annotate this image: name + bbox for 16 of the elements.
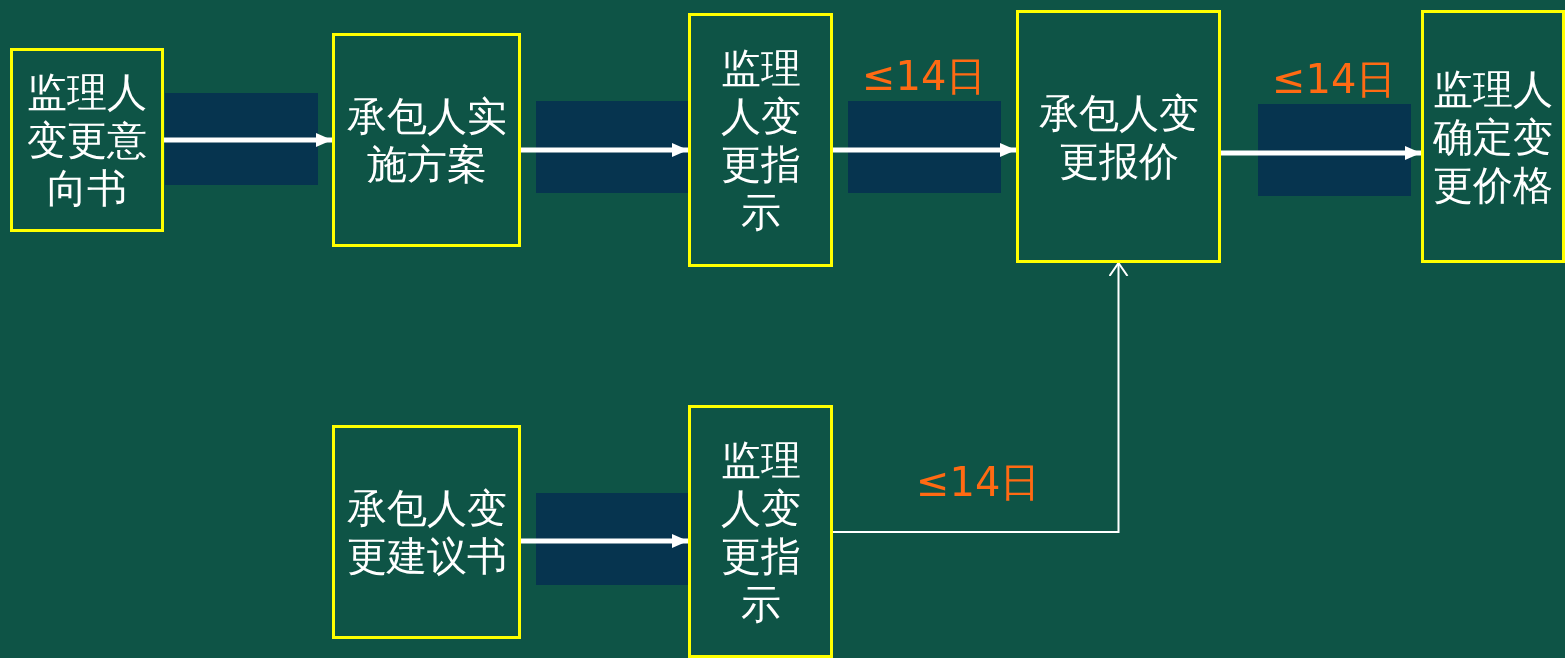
process-box: 承包人变更建议书 [332, 425, 521, 639]
process-box: 监理人确定变更价格 [1421, 10, 1565, 263]
process-box: 监理人变更意向书 [10, 48, 164, 232]
edge-label: ≤14日 [1272, 55, 1397, 103]
arrow [521, 143, 688, 157]
arrow [833, 143, 1016, 157]
arrow [521, 534, 688, 548]
process-box: 承包人实施方案 [332, 33, 521, 247]
arrow [832, 262, 1129, 533]
edge-label: ≤14日 [862, 52, 987, 100]
arrow [164, 133, 332, 147]
edge-label: ≤14日 [916, 458, 1041, 506]
arrow [1221, 146, 1421, 160]
process-box: 监理人变更指示 [688, 13, 833, 267]
process-box: 监理人变更指示 [688, 405, 833, 658]
process-box: 承包人变更报价 [1016, 10, 1221, 263]
